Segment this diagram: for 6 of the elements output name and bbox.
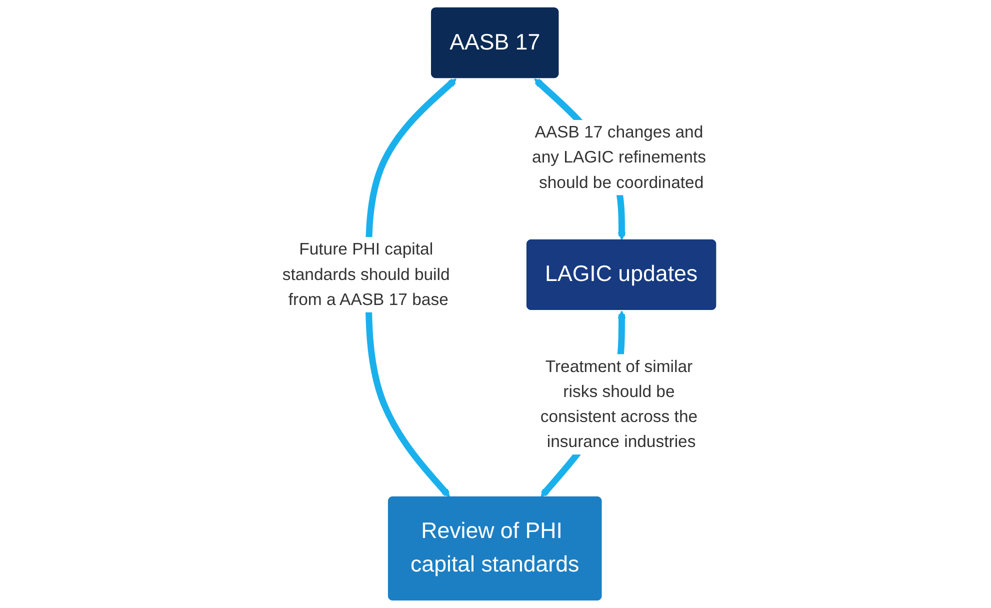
node-box: Review of PHI capital standards (388, 496, 602, 601)
edge-label: Future PHI capital standards should build from a AASB 17 base (282, 240, 450, 309)
edge-label: AASB 17 changes and any LAGIC refinements should be coordinated (532, 122, 706, 192)
node-box: AASB 17 (430, 7, 558, 78)
node-box: LAGIC updates (526, 239, 716, 310)
edge-label: Treatment of similar risks should be consistent across the insurance industries (540, 356, 698, 451)
